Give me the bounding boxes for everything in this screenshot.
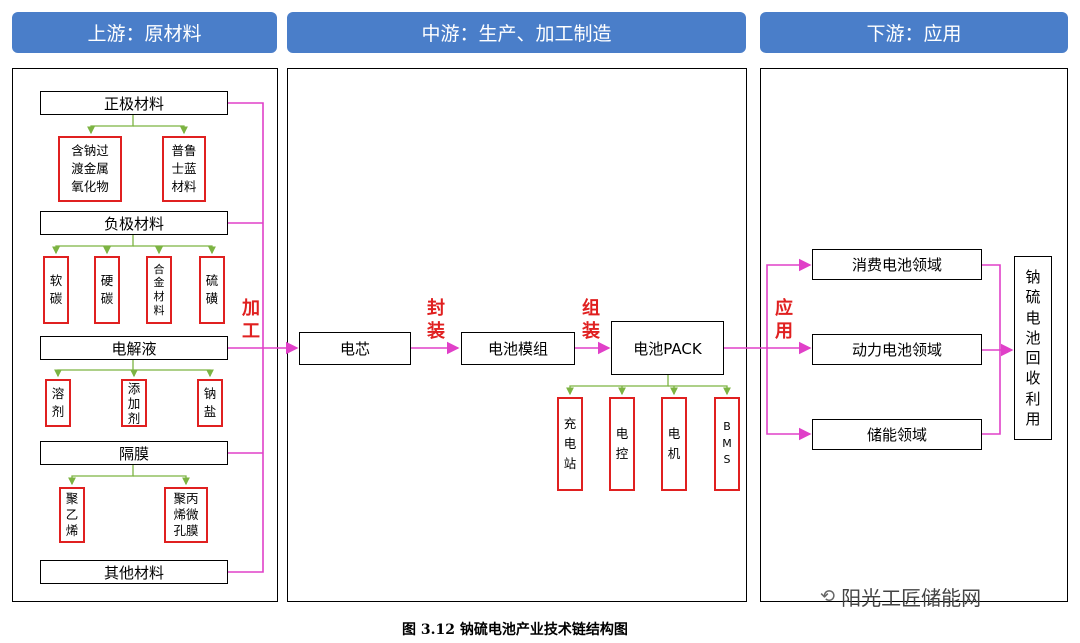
label-package: 封 装 [427, 298, 445, 343]
battery-module: 电池模组 [461, 332, 575, 365]
other-materials: 其他材料 [40, 560, 228, 584]
battery-pack: 电池PACK [611, 321, 724, 375]
electrolyte-child-additive: 添 加 剂 [121, 379, 147, 427]
consumer-battery-field: 消费电池领域 [812, 249, 982, 280]
wechat-icon: ⟲ [820, 586, 836, 607]
separator-child-polypropylene: 聚丙 烯微 孔膜 [164, 487, 208, 543]
cathode-material: 正极材料 [40, 91, 228, 115]
watermark: ⟲ 阳光工匠储能网 [820, 582, 981, 611]
pack-child-charging-station: 充 电 站 [557, 397, 583, 491]
label-process: 加 工 [242, 298, 260, 343]
label-apply: 应 用 [775, 298, 793, 343]
energy-storage-field: 储能领域 [812, 419, 982, 450]
electrolyte-child-solvent: 溶 剂 [45, 379, 71, 427]
label-assemble: 组 装 [582, 298, 600, 343]
header-midstream: 中游：生产、加工制造 [287, 12, 746, 53]
power-battery-field: 动力电池领域 [812, 334, 982, 365]
pack-child-motor: 电 机 [661, 397, 687, 491]
cell: 电芯 [299, 332, 411, 365]
electrolyte-child-sodium-salt: 钠 盐 [197, 379, 223, 427]
panel-upstream [12, 68, 278, 602]
figure-caption: 图 3.12 钠硫电池产业技术链结构图 [402, 622, 628, 638]
anode-child-soft-carbon: 软 碳 [43, 256, 69, 324]
separator-child-polyethylene: 聚 乙 烯 [59, 487, 85, 543]
pack-child-bms: B M S [714, 397, 740, 491]
watermark-text: 阳光工匠储能网 [841, 586, 982, 610]
anode-child-alloy: 合 金 材 料 [146, 256, 172, 324]
anode-child-hard-carbon: 硬 碳 [94, 256, 120, 324]
header-upstream: 上游：原材料 [12, 12, 277, 53]
anode-child-sulfur: 硫 磺 [199, 256, 225, 324]
pack-child-electronic-control: 电 控 [609, 397, 635, 491]
cathode-child-oxide: 含钠过 渡金属 氧化物 [58, 136, 122, 202]
electrolyte: 电解液 [40, 336, 228, 360]
cathode-child-prussian-blue: 普鲁 士蓝 材料 [162, 136, 206, 202]
recycling: 钠 硫 电 池 回 收 利 用 [1014, 256, 1052, 440]
header-downstream: 下游：应用 [760, 12, 1068, 53]
separator: 隔膜 [40, 441, 228, 465]
anode-material: 负极材料 [40, 211, 228, 235]
